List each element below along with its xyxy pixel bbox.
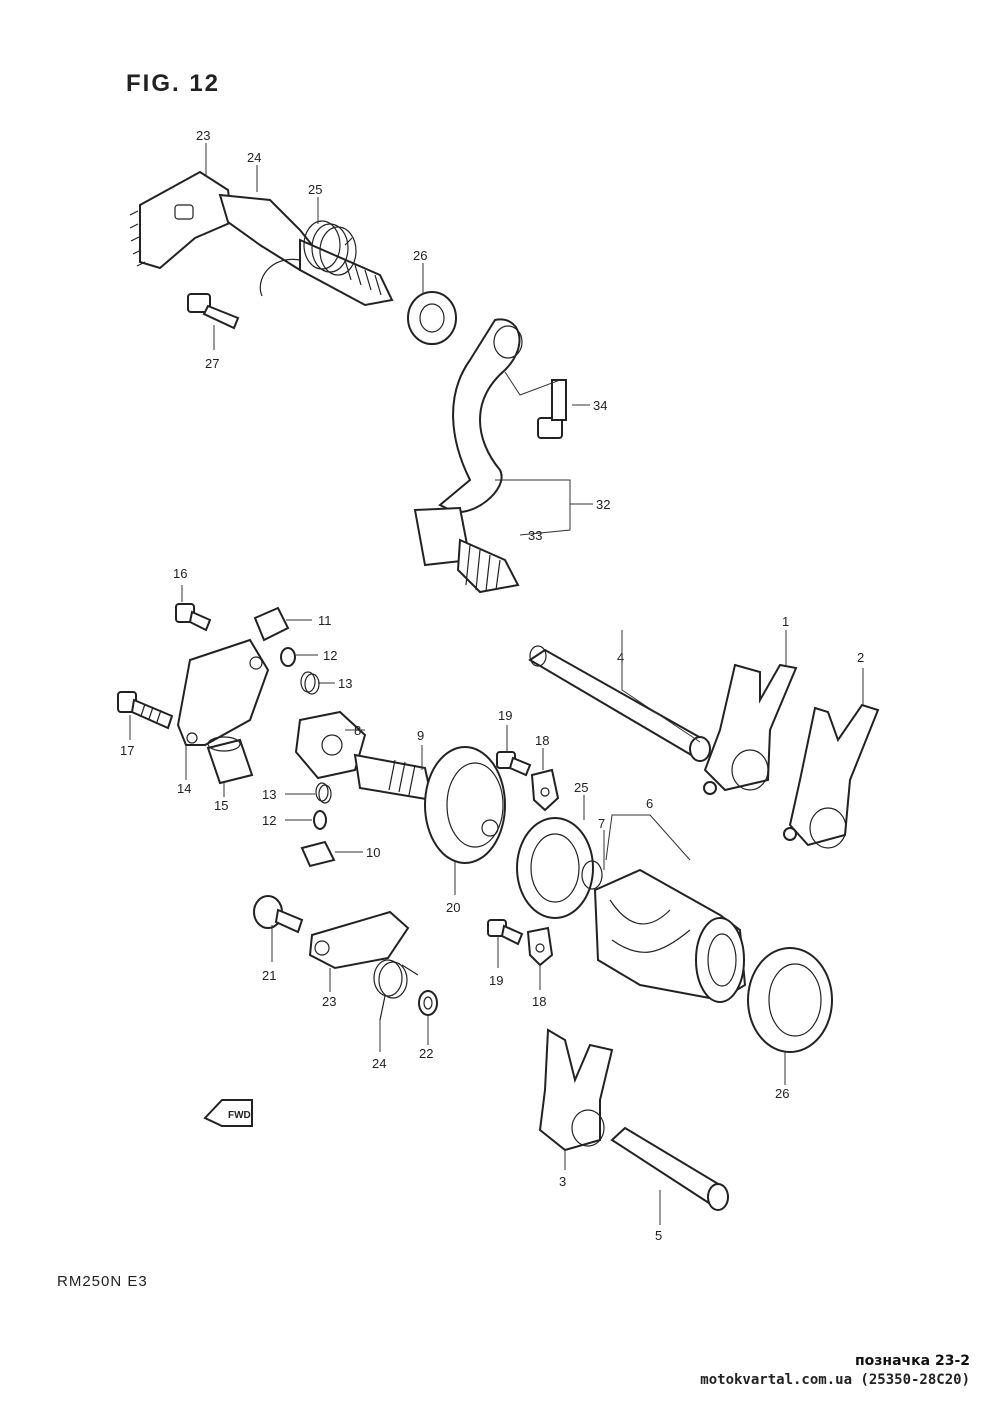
callout-18a: 18: [535, 733, 549, 748]
callout-20: 20: [446, 900, 460, 915]
part-10-pawl-lower: [300, 840, 336, 868]
callout-32: 32: [596, 497, 610, 512]
callouts: [129, 143, 864, 1225]
front-direction-marker: FWD: [203, 1099, 253, 1127]
part-19-screw-lower: [487, 919, 524, 946]
callout-27: 23: [196, 128, 210, 143]
callout-7: 7: [598, 816, 605, 831]
part-8-shift-cam-driven-gear: [294, 710, 367, 780]
part-12-pin: [280, 647, 296, 667]
part-22-washer: [418, 990, 438, 1016]
part-18-retainer-lower: [526, 926, 554, 967]
callout-25: 25: [574, 780, 588, 795]
callout-33: 33: [528, 528, 542, 543]
callout-18b: 18: [532, 994, 546, 1009]
part-18-retainer-upper: [530, 768, 560, 812]
callout-22: 22: [419, 1046, 433, 1061]
part-28-shaft: [218, 193, 394, 307]
part-20-pawl-holder: [424, 746, 506, 864]
part-9-guide-pin: [353, 753, 434, 802]
part-16-bolt: [175, 603, 212, 632]
part-5-fork-shaft: [610, 1126, 729, 1211]
callout-12b: 12: [262, 813, 276, 828]
callout-8: 8: [354, 723, 361, 738]
part-1-shift-fork: [703, 663, 798, 795]
callout-14: 14: [177, 781, 191, 796]
footer-source: motokvartal.com.ua (25350-28C20): [700, 1372, 970, 1388]
callout-13b: 13: [262, 787, 276, 802]
front-marker-label: FWD: [228, 1110, 251, 1121]
part-2-shift-fork: [783, 703, 880, 849]
callout-11: 11: [318, 613, 332, 628]
callout-5: 5: [655, 1228, 662, 1243]
callout-30: 26: [413, 248, 427, 263]
callout-24: 24: [372, 1056, 386, 1071]
part-4-fork-shaft: [528, 645, 711, 762]
callout-31: 27: [205, 356, 219, 371]
callout-15: 15: [214, 798, 228, 813]
footer-tag: позначка 23-2: [854, 1353, 970, 1369]
part-7-cam-segment: [581, 860, 603, 890]
callout-13: 13: [338, 676, 352, 691]
callout-29: 25: [308, 182, 322, 197]
part-13-spring-lower: [315, 782, 332, 804]
part-21-bolt: [253, 895, 304, 934]
callout-3: 3: [559, 1174, 566, 1189]
callout-9: 9: [417, 728, 424, 743]
part-23-shift-cam-stopper-plate: [308, 910, 410, 970]
part-17-bolt: [117, 691, 174, 730]
callout-16: 16: [173, 566, 187, 581]
part-27-shift-shaft-sector: [129, 170, 234, 270]
callout-21: 21: [262, 968, 276, 983]
part-13-spring: [300, 671, 320, 695]
callout-12: 12: [323, 648, 337, 663]
callout-19a: 19: [498, 708, 512, 723]
part-24-spring: [373, 959, 419, 1021]
model-code: RM250N E3: [57, 1273, 148, 1290]
part-25-bearing: [516, 817, 594, 919]
part-6-gear-shift-cam: [593, 868, 747, 1003]
callout-34: 34: [593, 398, 607, 413]
part-30-oil-seal: [407, 291, 457, 345]
part-32-gear-shift-lever: [438, 318, 523, 513]
callout-19b: 19: [489, 973, 503, 988]
part-14-cam-stopper: [176, 638, 270, 746]
part-26-bearing: [747, 947, 833, 1053]
part-12-pin-lower: [313, 810, 327, 830]
callout-28: 24: [247, 150, 261, 165]
part-11-pawl: [253, 606, 290, 642]
callout-10: 10: [366, 845, 380, 860]
part-33-lever-tip: [413, 506, 520, 594]
part-31-bolt: [187, 293, 240, 330]
callout-4: 4: [617, 650, 624, 665]
part-34-bolt: [537, 379, 567, 439]
callout-26: 26: [775, 1086, 789, 1101]
callout-6: 6: [646, 796, 653, 811]
callout-2: 2: [857, 650, 864, 665]
callout-17: 17: [120, 743, 134, 758]
part-29-return-spring: [259, 220, 357, 297]
callout-23: 23: [322, 994, 336, 1009]
part-15-collar: [206, 736, 254, 785]
part-number-labels: 23 24 25 26 27 34 32 33 16 11 12 13 17 1…: [120, 128, 864, 1243]
figure-title: FIG. 12: [126, 70, 221, 97]
callout-1: 1: [782, 614, 789, 629]
part-19-screw-upper: [496, 751, 532, 777]
part-3-shift-fork: [538, 1028, 614, 1152]
